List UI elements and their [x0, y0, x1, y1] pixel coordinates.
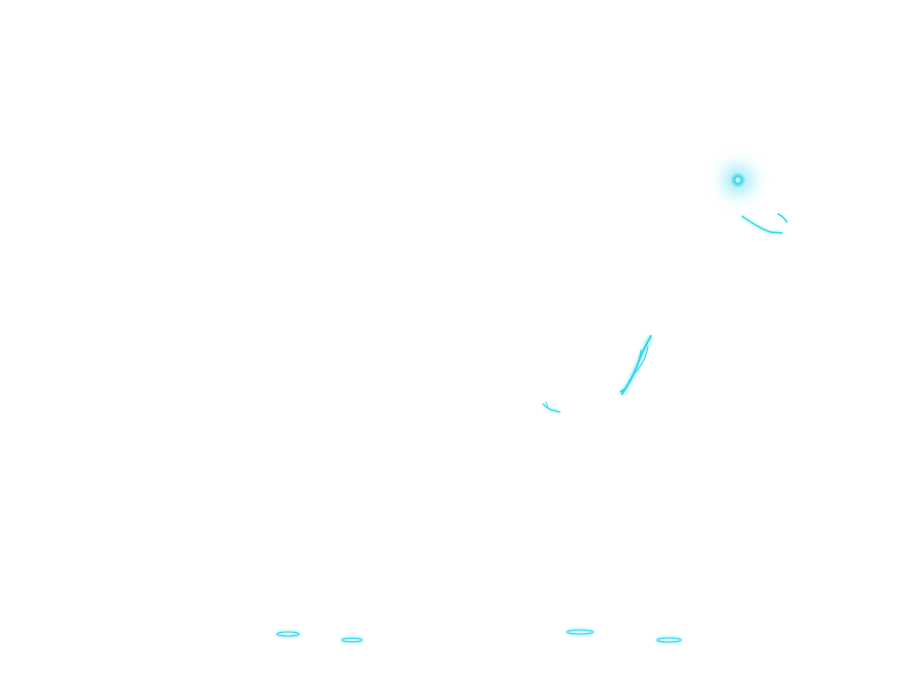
claw-streak	[619, 334, 654, 396]
mouth-tip	[777, 213, 788, 223]
mouth-line	[741, 214, 783, 235]
foot-glint-4	[655, 636, 683, 644]
foot-glint-1	[275, 630, 301, 638]
foot-glint-3	[565, 628, 595, 636]
eye-glow	[716, 158, 760, 202]
small-glint	[541, 401, 561, 414]
foot-glint-2	[340, 636, 364, 644]
